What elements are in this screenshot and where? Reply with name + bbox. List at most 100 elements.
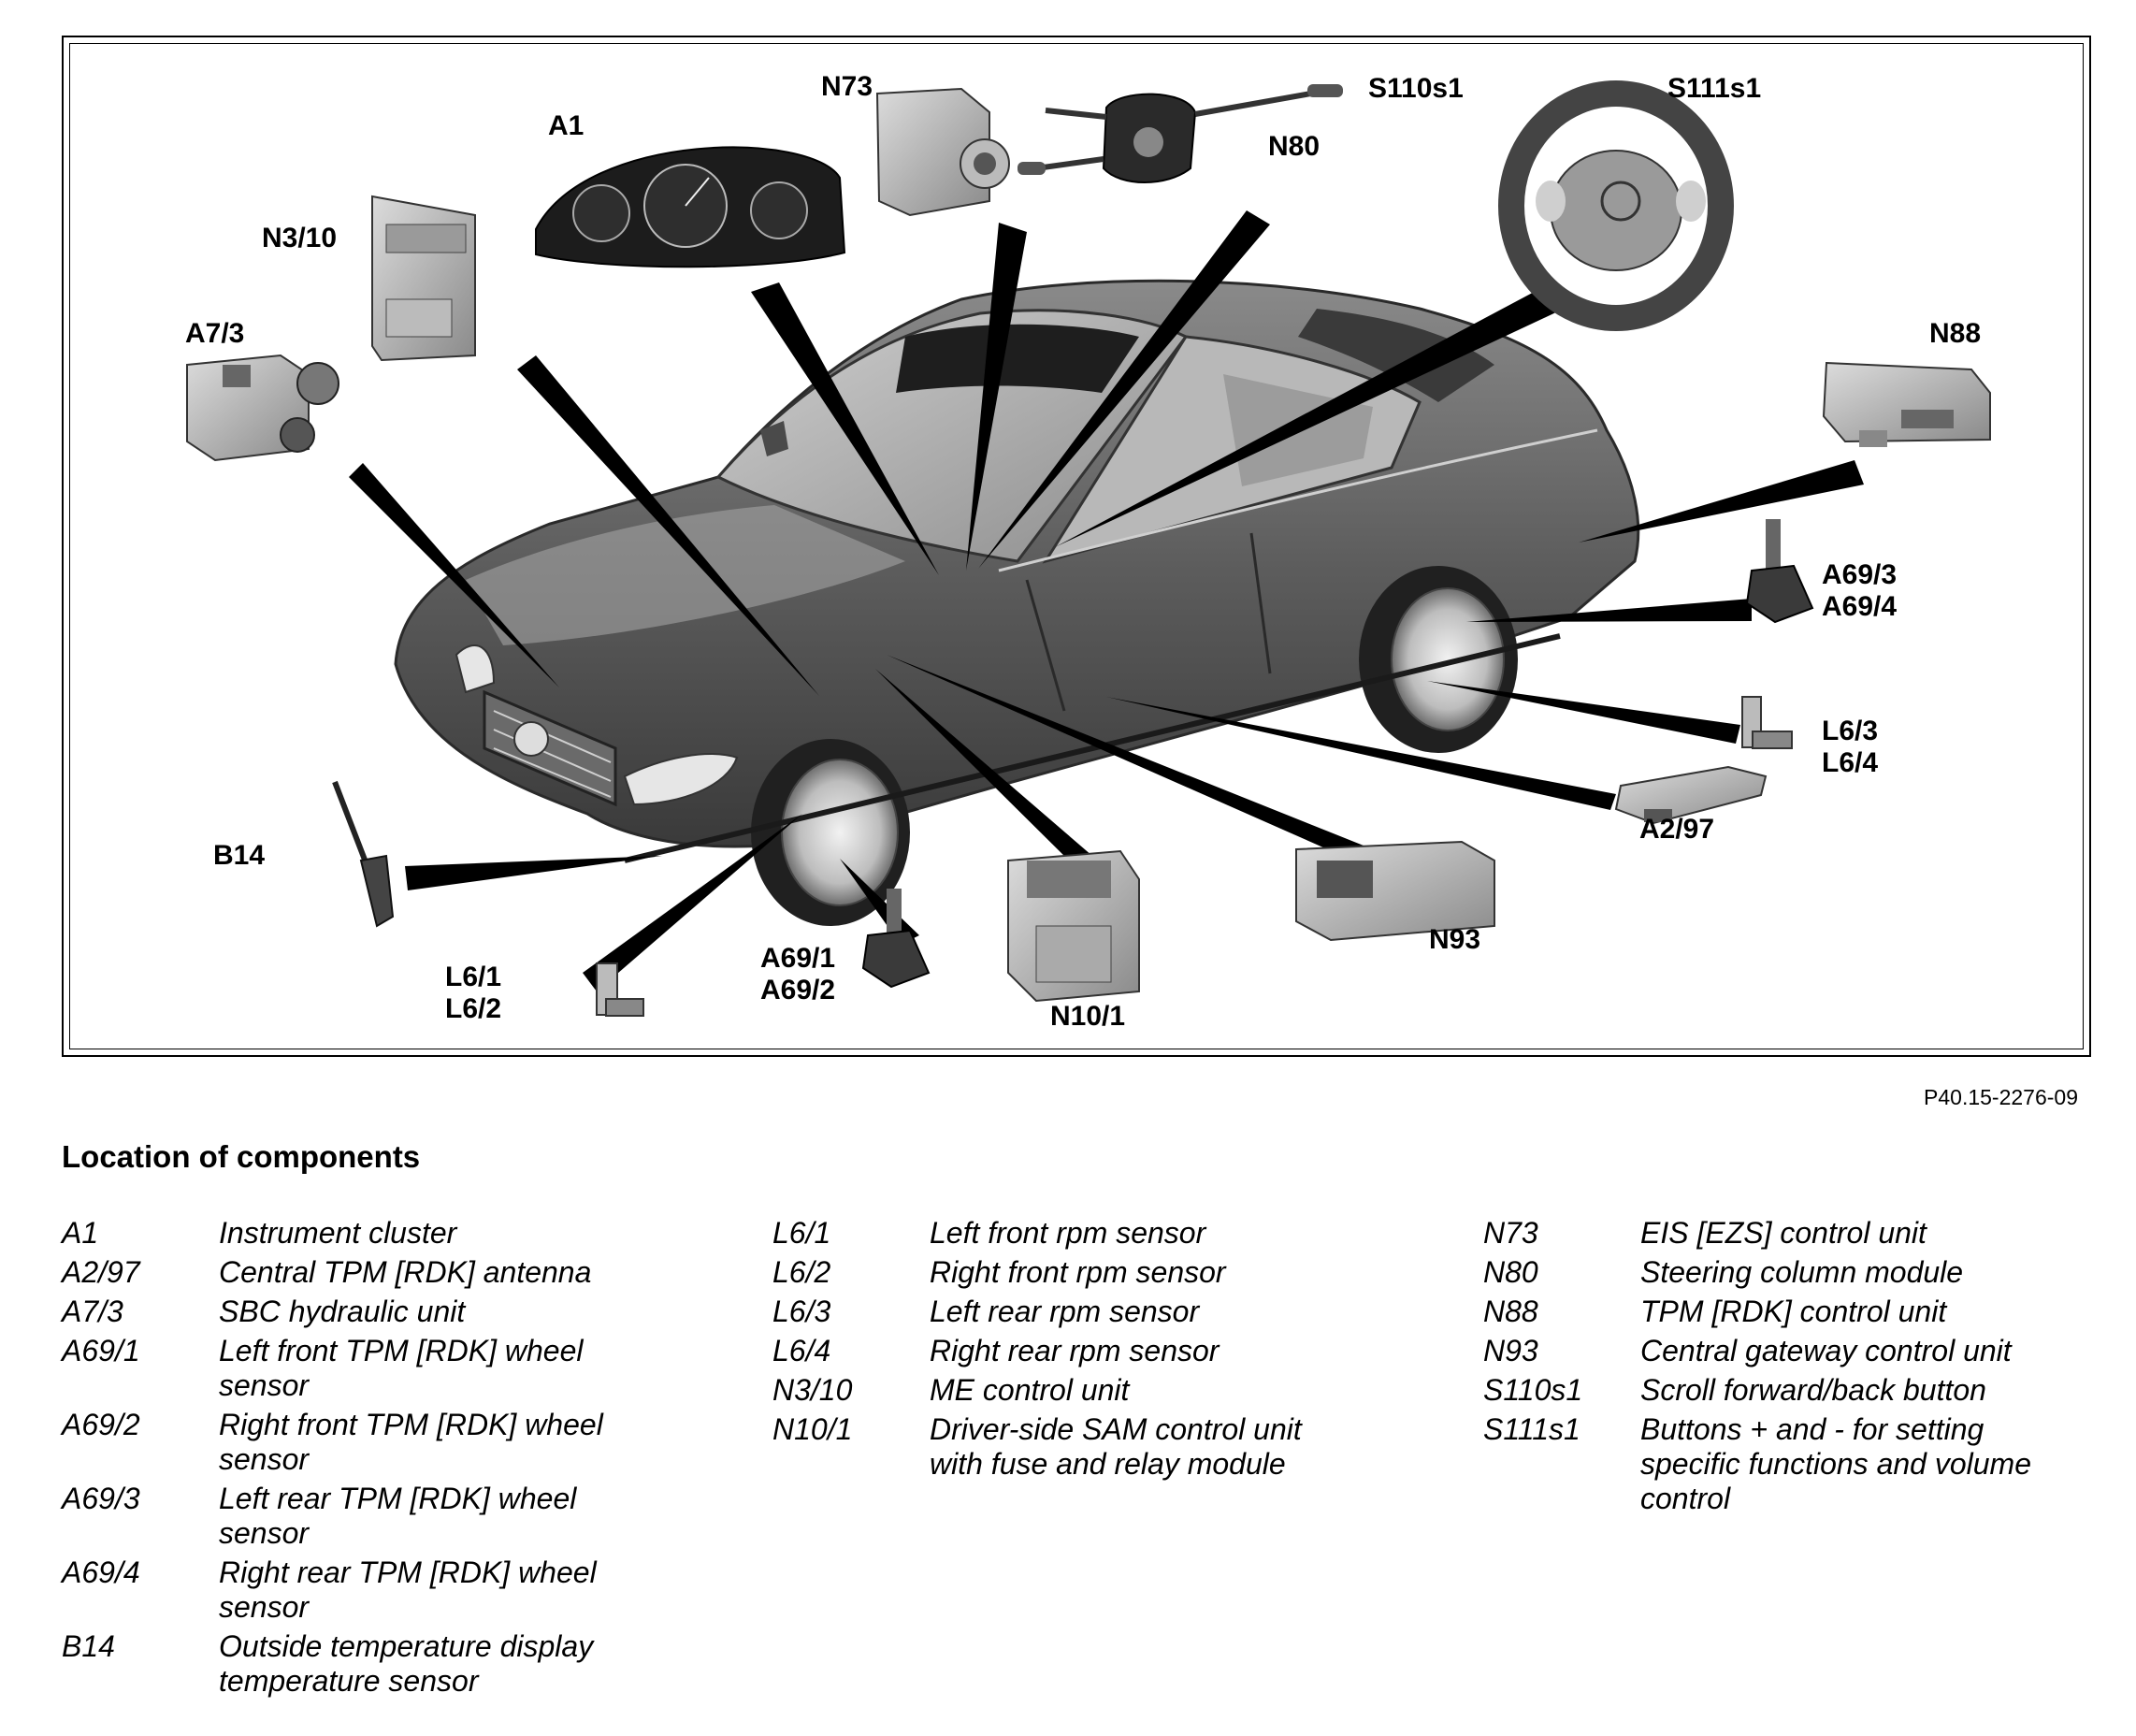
legend-description: Right rear TPM [RDK] wheel sensor [219, 1555, 597, 1624]
legend-entry: N80 Steering column module [1483, 1255, 2052, 1290]
legend-description: ME control unit [930, 1373, 1130, 1407]
legend-code: L6/3 [772, 1295, 831, 1328]
callout-s110s1: S110s1 [1368, 73, 1464, 104]
callout-l6-3-4: L6/3 L6/4 [1822, 716, 1879, 778]
legend-code: L6/4 [772, 1334, 831, 1367]
diagram-frame: A1 N73 S110s1 S111s1 N80 N3/10 A7/3 N88 … [62, 36, 2091, 1057]
callout-n73: N73 [821, 71, 873, 102]
legend-code: A69/2 [62, 1408, 140, 1441]
legend-code: S111s1 [1483, 1412, 1580, 1446]
legend-description: Driver-side SAM control unit with fuse a… [930, 1412, 1302, 1481]
legend-description: Right front TPM [RDK] wheel sensor [219, 1408, 603, 1476]
callout-a7-3: A7/3 [185, 318, 245, 349]
callout-b14: B14 [213, 840, 266, 871]
legend-entry: L6/4 Right rear rpm sensor [772, 1334, 1341, 1368]
legend-description: Buttons + and - for setting specific fun… [1640, 1412, 2031, 1515]
leader-n10-1 [875, 669, 1092, 865]
legend-code: L6/1 [772, 1216, 831, 1250]
legend-description: Instrument cluster [219, 1216, 457, 1250]
legend-code: N10/1 [772, 1412, 853, 1446]
legend-entry: A2/97 Central TPM [RDK] antenna [62, 1255, 630, 1290]
legend-description: Central TPM [RDK] antenna [219, 1255, 592, 1289]
legend-description: Scroll forward/back button [1640, 1373, 1986, 1407]
callout-n93: N93 [1429, 924, 1481, 955]
legend-entry: A1 Instrument cluster [62, 1216, 630, 1251]
a69-1-2-wheel-sensor-drawing [861, 889, 931, 989]
leader-l6-3 [1427, 681, 1740, 744]
callout-n10-1: N10/1 [1050, 1001, 1126, 1032]
l6-3-4-rpm-sensor-drawing [1741, 696, 1793, 749]
legend-code: A7/3 [62, 1295, 123, 1328]
legend-description: Central gateway control unit [1640, 1334, 2012, 1367]
legend-code: N3/10 [772, 1373, 853, 1407]
legend-entry: B14 Outside temperature display temperatu… [62, 1629, 630, 1699]
leader-steering [1055, 288, 1560, 547]
leader-a69-3 [1466, 599, 1752, 622]
legend-code: L6/2 [772, 1255, 831, 1289]
leader-a2-97 [1106, 697, 1616, 810]
legend-entry: N3/10 ME control unit [772, 1373, 1341, 1408]
legend-entry: N93 Central gateway control unit [1483, 1334, 2052, 1368]
callout-a1: A1 [548, 110, 585, 141]
b14-temperature-sensor-drawing [332, 780, 395, 928]
legend-code: N93 [1483, 1334, 1538, 1367]
callout-s111s1: S111s1 [1667, 73, 1762, 104]
legend-description: Steering column module [1640, 1255, 1964, 1289]
n88-tpm-control-unit-drawing [1822, 361, 1991, 447]
legend-entry: A69/2 Right front TPM [RDK] wheel sensor [62, 1408, 630, 1477]
leader-l6-1 [583, 814, 802, 991]
legend-description: Left rear rpm sensor [930, 1295, 1200, 1328]
legend-entry: N10/1 Driver-side SAM control unit with f… [772, 1412, 1341, 1482]
n3-10-control-unit-drawing [371, 195, 476, 362]
legend-description: SBC hydraulic unit [219, 1295, 466, 1328]
legend-entry: N88 TPM [RDK] control unit [1483, 1295, 2052, 1329]
callout-n88: N88 [1929, 318, 1982, 349]
legend-description: Left front rpm sensor [930, 1216, 1206, 1250]
legend-code: B14 [62, 1629, 115, 1663]
legend-code: A69/1 [62, 1334, 140, 1367]
n80-steering-column-module-drawing [1017, 84, 1343, 183]
leader-n88 [1579, 460, 1864, 542]
legend-code: A2/97 [62, 1255, 140, 1289]
legend-entry: A7/3 SBC hydraulic unit [62, 1295, 630, 1329]
steering-wheel-drawing [1498, 80, 1734, 331]
legend-code: A1 [62, 1216, 99, 1250]
leader-n3-10 [517, 355, 819, 696]
callout-l6-1-2: L6/1 L6/2 [445, 962, 502, 1024]
legend-entry: L6/1 Left front rpm sensor [772, 1216, 1341, 1251]
legend-entry: L6/2 Right front rpm sensor [772, 1255, 1341, 1290]
callout-n80: N80 [1268, 131, 1321, 162]
leader-a7-3 [349, 463, 559, 687]
legend-description: Left rear TPM [RDK] wheel sensor [219, 1482, 577, 1550]
l6-1-2-rpm-sensor-drawing [596, 962, 644, 1017]
legend-description: EIS [EZS] control unit [1640, 1216, 1927, 1250]
callout-a69-3-4: A69/3 A69/4 [1822, 559, 1898, 622]
figure-reference: P40.15-2276-09 [1924, 1085, 2078, 1109]
callout-n3-10: N3/10 [262, 223, 338, 253]
leader-n80 [978, 210, 1270, 569]
legend-description: Right rear rpm sensor [930, 1334, 1220, 1367]
n73-eis-control-unit-drawing [875, 87, 1010, 217]
n93-gateway-control-unit-drawing [1295, 840, 1495, 942]
legend-code: N80 [1483, 1255, 1538, 1289]
leader-a1 [751, 282, 939, 575]
a2-97-antenna-drawing [1614, 765, 1768, 825]
legend-entry: S110s1 Scroll forward/back button [1483, 1373, 2052, 1408]
legend-code: S110s1 [1483, 1373, 1583, 1407]
legend-description: Outside temperature display temperature … [219, 1629, 594, 1698]
legend-entry: A69/3 Left rear TPM [RDK] wheel sensor [62, 1482, 630, 1551]
legend-description: TPM [RDK] control unit [1640, 1295, 1947, 1328]
a1-instrument-cluster-drawing [535, 146, 846, 268]
legend-entry: S111s1 Buttons + and - for setting specif… [1483, 1412, 2052, 1516]
leader-n73 [966, 223, 1027, 571]
legend-description: Right front rpm sensor [930, 1255, 1226, 1289]
legend-code: A69/3 [62, 1482, 140, 1515]
a7-3-hydraulic-unit-drawing [186, 354, 339, 462]
legend-code: N88 [1483, 1295, 1538, 1328]
leader-b14 [405, 856, 662, 890]
callout-a2-97: A2/97 [1639, 814, 1715, 845]
